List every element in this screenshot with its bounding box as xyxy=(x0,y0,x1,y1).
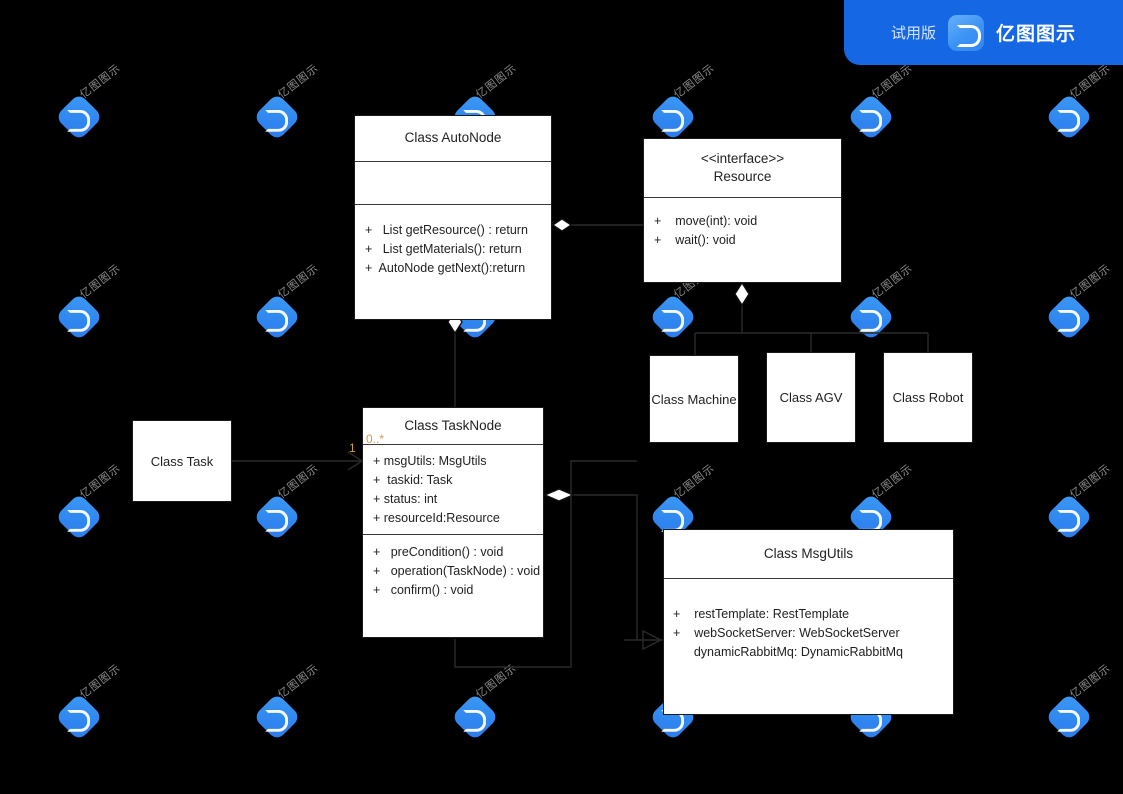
resource-stereotype: <<interface>> xyxy=(700,150,785,166)
autonode-attributes-compartment xyxy=(355,162,551,204)
class-box-robot[interactable]: Class Robot xyxy=(883,352,973,443)
tasknode-operations-compartment: + preCondition() : void + operation(Task… xyxy=(363,535,543,604)
resource-title-area: <<interface>> Resource xyxy=(644,139,841,197)
tasknode-operation: + operation(TaskNode) : void xyxy=(373,564,541,578)
msgutils-attribute: + restTemplate: RestTemplate xyxy=(673,607,850,621)
tasknode-attribute: + taskid: Task xyxy=(373,473,453,487)
trial-version-badge[interactable]: 试用版 亿图图示 xyxy=(844,0,1123,65)
agv-title: Class AGV xyxy=(779,390,843,405)
msgutils-attribute: + webSocketServer: WebSocketServer xyxy=(673,626,900,640)
class-box-agv[interactable]: Class AGV xyxy=(766,352,856,443)
class-box-task[interactable]: Class Task xyxy=(132,420,232,502)
tasknode-attribute: + msgUtils: MsgUtils xyxy=(373,454,487,468)
edraw-logo-icon xyxy=(948,14,984,51)
tasknode-attribute: + resourceId:Resource xyxy=(373,511,500,525)
autonode-operation: + List getMaterials(): return xyxy=(365,242,522,256)
machine-title: Class Machine xyxy=(651,391,737,407)
edge-tasknode-loop xyxy=(454,460,637,668)
class-box-tasknode[interactable]: Class TaskNode + msgUtils: MsgUtils + ta… xyxy=(362,407,544,638)
autonode-title: Class AutoNode xyxy=(404,130,502,146)
multiplicity-tasknode-target: 0..* xyxy=(366,432,385,446)
msgutils-attributes-compartment: + restTemplate: RestTemplate + webSocket… xyxy=(664,579,953,666)
resource-title: Resource xyxy=(713,169,772,184)
aggregation-diamond-tasknode-msgutils xyxy=(543,488,575,502)
class-box-machine[interactable]: Class Machine xyxy=(649,355,739,443)
tasknode-separator-1 xyxy=(363,444,543,445)
autonode-operation: + AutoNode getNext():return xyxy=(365,261,526,275)
brand-name: 亿图图示 xyxy=(996,23,1077,45)
class-box-msgutils[interactable]: Class MsgUtils + restTemplate: RestTempl… xyxy=(663,529,954,715)
resource-operation: + move(int): void xyxy=(654,214,758,228)
tasknode-title-area: Class TaskNode xyxy=(363,408,543,444)
autonode-title-area: Class AutoNode xyxy=(355,116,551,161)
autonode-separator-1 xyxy=(355,161,551,162)
msgutils-title-area: Class MsgUtils xyxy=(664,530,953,578)
tasknode-title: Class TaskNode xyxy=(404,417,502,433)
trial-label: 试用版 xyxy=(890,24,936,42)
robot-title: Class Robot xyxy=(892,390,964,405)
resource-separator-1 xyxy=(644,197,841,198)
resource-operations-compartment: + move(int): void + wait(): void xyxy=(644,198,841,254)
class-box-resource[interactable]: <<interface>> Resource + move(int): void… xyxy=(643,138,842,283)
tasknode-attributes-compartment: + msgUtils: MsgUtils + taskid: Task + st… xyxy=(363,445,543,534)
tasknode-operation: + confirm() : void xyxy=(373,583,474,597)
aggregation-diamond-resource-bus xyxy=(734,281,750,307)
edge-tasknode-msgutils-aggregation xyxy=(573,494,638,640)
aggregation-diamond-autonode-resource xyxy=(551,218,573,232)
msgutils-title: Class MsgUtils xyxy=(763,545,854,561)
task-title: Class Task xyxy=(150,453,214,469)
msgutils-attribute: dynamicRabbitMq: DynamicRabbitMq xyxy=(673,645,903,659)
arrowhead-dependency-msgutils xyxy=(642,629,663,651)
multiplicity-task-source: 1 xyxy=(349,441,356,455)
tasknode-attribute: + status: int xyxy=(373,492,438,506)
autonode-operation: + List getResource() : return xyxy=(365,223,528,237)
autonode-separator-2 xyxy=(355,204,551,205)
msgutils-separator-1 xyxy=(664,578,953,579)
tasknode-operation: + preCondition() : void xyxy=(373,545,504,559)
class-box-autonode[interactable]: Class AutoNode + List getResource() : re… xyxy=(354,115,552,320)
resource-operation: + wait(): void xyxy=(654,233,736,247)
autonode-operations-compartment: + List getResource() : return + List get… xyxy=(355,205,551,282)
